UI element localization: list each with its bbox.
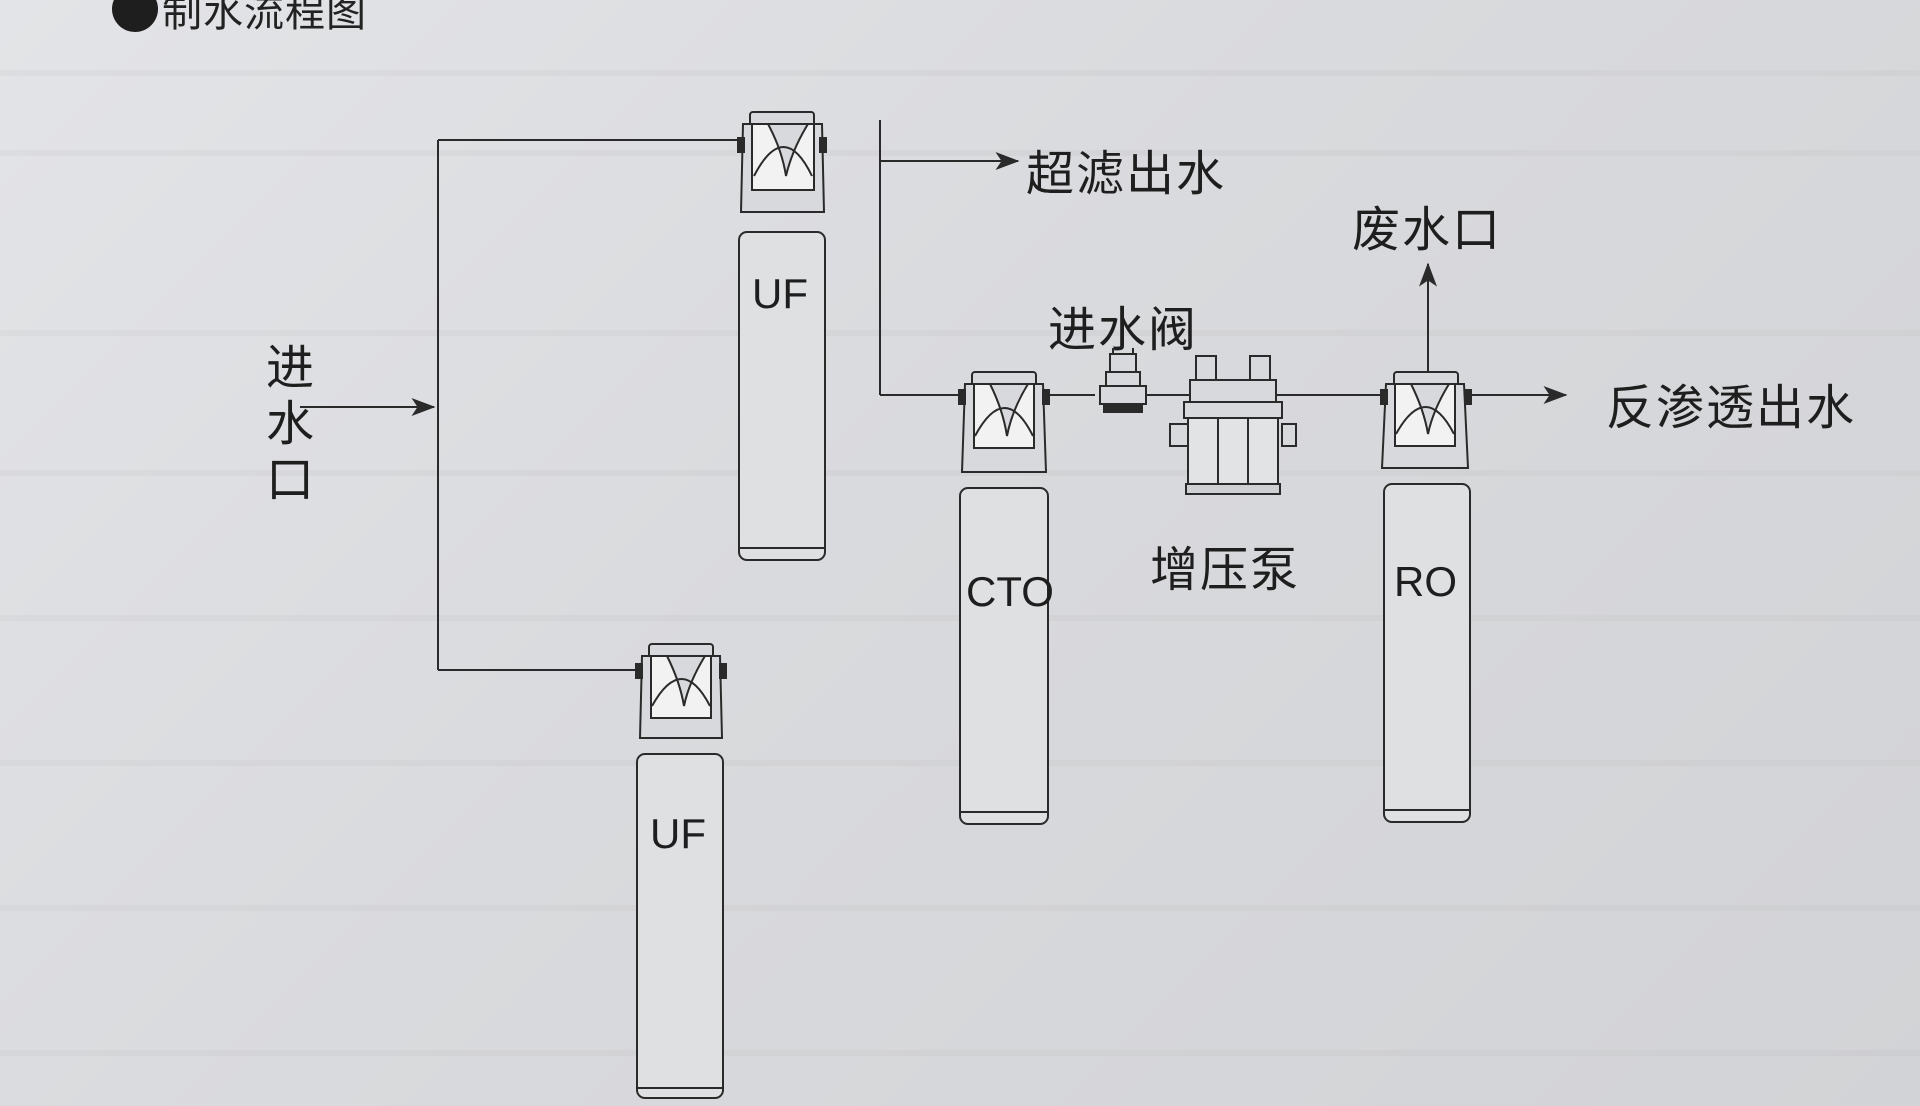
pump-port xyxy=(1195,355,1217,383)
inlet-valve xyxy=(1099,348,1147,413)
filter-clip xyxy=(819,137,827,153)
filter-head-curve xyxy=(651,678,711,707)
filter-head-curve xyxy=(1395,406,1455,435)
filter-housing xyxy=(959,487,1049,825)
bleed-through-line xyxy=(0,1050,1920,1056)
filter-clip xyxy=(737,137,745,153)
pump-collar xyxy=(1183,401,1283,419)
filter-clip xyxy=(635,663,643,679)
filter-head-curve xyxy=(753,146,813,177)
pump-motor xyxy=(1187,417,1279,489)
bleed-through-line xyxy=(0,470,1920,476)
valve-body-top xyxy=(1105,371,1141,387)
filter-head-face xyxy=(650,655,712,719)
filter-clip xyxy=(958,389,966,405)
filter-clip xyxy=(1042,389,1050,405)
uf-top-filter xyxy=(737,111,827,561)
waste-outlet-label: 废水口 xyxy=(1352,202,1503,258)
filter-clip xyxy=(719,663,727,679)
bleed-through-line xyxy=(0,330,1920,336)
cto-filter-label: CTO xyxy=(966,568,1054,615)
diagram-title: 制水流程图 xyxy=(112,0,367,36)
diagram-title-text: 制水流程图 xyxy=(162,0,367,36)
uf-outlet-label: 超滤出水 xyxy=(1026,146,1227,202)
filter-head-curve xyxy=(974,407,1034,437)
filter-housing xyxy=(738,231,826,561)
uf-bottom-filter-label: UF xyxy=(650,810,706,857)
pump-base xyxy=(1185,483,1281,495)
bleed-through-line xyxy=(0,150,1920,156)
ro-filter-label: RO xyxy=(1394,558,1457,605)
valve-base xyxy=(1103,403,1143,413)
filter-head-face xyxy=(973,383,1035,449)
ro-outlet-label: 反渗透出水 xyxy=(1606,380,1857,436)
pump-port xyxy=(1249,355,1271,383)
filter-head-face xyxy=(1394,383,1456,447)
filter-housing xyxy=(636,753,724,1099)
filter-clip xyxy=(1464,389,1472,405)
filter-head-face xyxy=(751,123,815,191)
inlet-label: 进水口 xyxy=(257,342,313,510)
uf-top-filter-label: UF xyxy=(752,270,808,317)
valve-body xyxy=(1099,385,1147,405)
filter-housing xyxy=(1383,483,1471,823)
ro-filter xyxy=(1380,371,1472,823)
pump-bracket xyxy=(1281,423,1297,447)
cto-filter xyxy=(958,371,1050,825)
filter-clip xyxy=(1380,389,1388,405)
pump-head xyxy=(1189,379,1277,403)
booster-pump xyxy=(1169,355,1297,495)
booster-pump-label: 增压泵 xyxy=(1150,542,1301,598)
uf-bottom-filter xyxy=(635,643,727,1099)
pump-bracket xyxy=(1169,423,1189,447)
inlet-valve-label: 进水阀 xyxy=(1048,302,1199,358)
bleed-through-line xyxy=(0,70,1920,76)
bleed-through-line xyxy=(0,905,1920,911)
